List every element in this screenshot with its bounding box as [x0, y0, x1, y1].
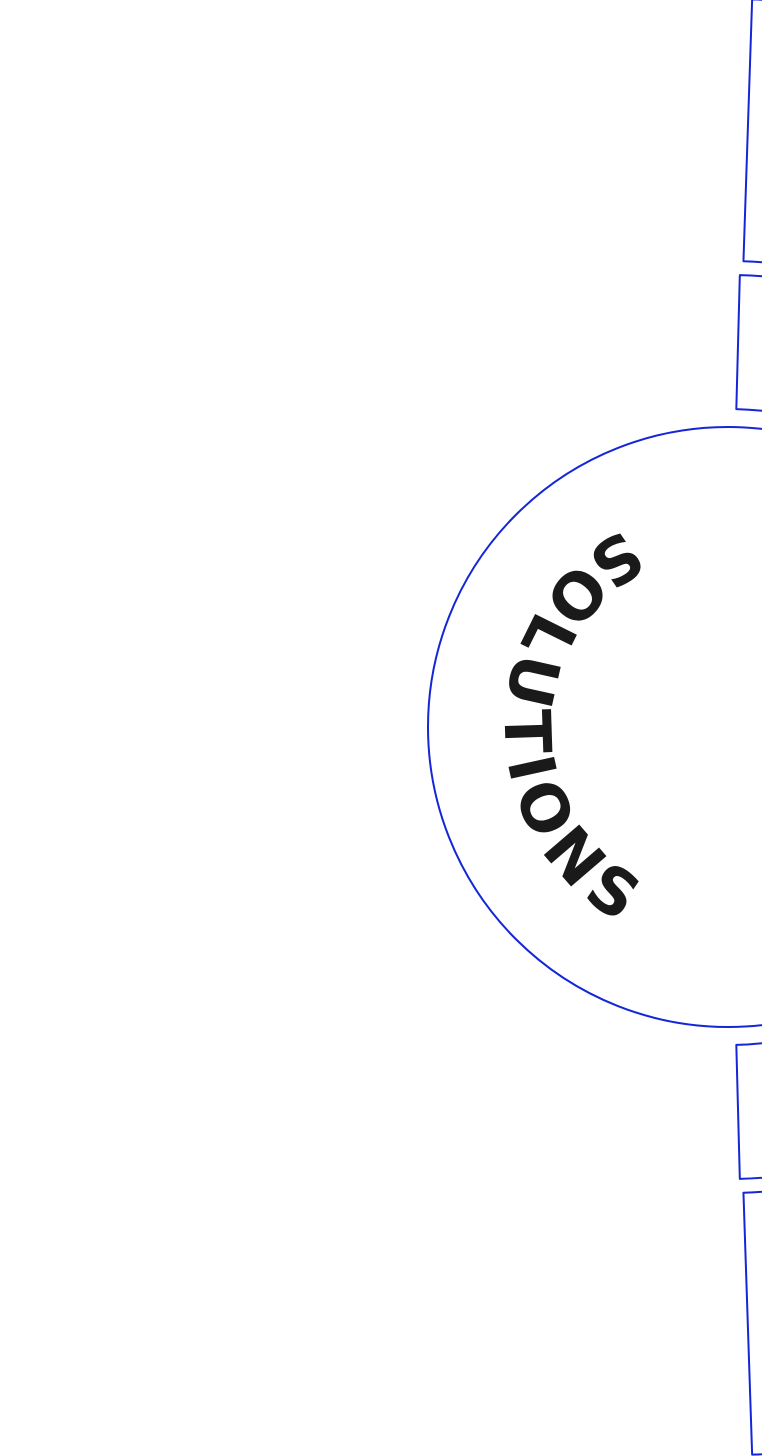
wheel-group: PlanCampaign PlanMedia PlanPR/Marketing …	[427, 0, 762, 1456]
solution-cell-plan-1[interactable]	[742, 0, 762, 270]
category-cell-plan[interactable]	[735, 274, 762, 496]
solution-cell-media-3[interactable]	[742, 1179, 762, 1456]
center-hub	[427, 426, 762, 1028]
category-cell-media[interactable]	[735, 958, 762, 1180]
